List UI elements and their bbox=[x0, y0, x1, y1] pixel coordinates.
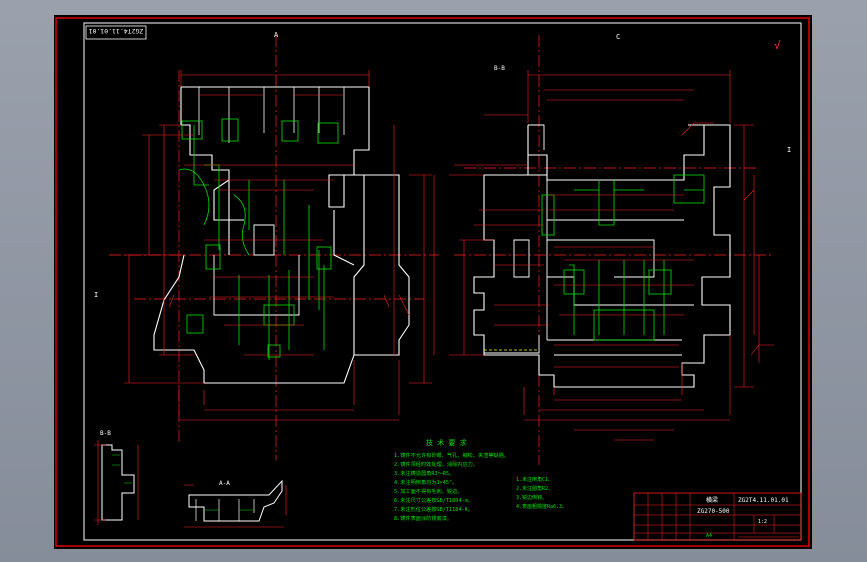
tech-req-line: 3.未注铸造圆角R3～R5。 bbox=[394, 469, 454, 477]
tech-req-line: 6.未注尺寸公差按GB/T1804-m。 bbox=[394, 496, 473, 504]
right-view bbox=[433, 35, 774, 465]
title-block-name: 横梁 bbox=[706, 496, 718, 504]
tech-req-line: 5.加工面不得有毛刺、锐边。 bbox=[394, 487, 463, 495]
tech-req-line: 2.铸件须经时效处理，消除内应力。 bbox=[394, 460, 478, 468]
title-block-material: ZG270-500 bbox=[697, 508, 730, 515]
tech-req-line: 4.未注明倒角均为1×45°。 bbox=[394, 478, 457, 486]
technical-requirements: 技 术 要 求 1.铸件不允许有砂眼、气孔、缩松、夹渣等缺陷。2.铸件须经时效处… bbox=[394, 438, 567, 522]
corner-number-box bbox=[85, 25, 147, 40]
title-block-scale: 1:2 bbox=[758, 519, 767, 525]
detail-a-label: A-A bbox=[219, 480, 230, 487]
detail-view-b: B-B bbox=[94, 430, 139, 525]
note-line: 1.未注倒角C1。 bbox=[516, 476, 553, 483]
note-line: 3.锐边倒钝。 bbox=[516, 494, 547, 501]
inner-border bbox=[83, 22, 802, 541]
note-line: 4.表面粗糙度Ra6.3。 bbox=[516, 503, 567, 510]
tech-req-line: 7.未注形位公差按GB/T1184-K。 bbox=[394, 505, 473, 513]
title-block: 横梁 ZG2T4.11.01.01 ZG270-500 1:2 A4 bbox=[633, 492, 802, 541]
tech-req-title: 技 术 要 求 bbox=[426, 438, 467, 447]
section-label-a: A bbox=[274, 31, 279, 39]
detail-view-a: A-A bbox=[184, 479, 287, 528]
roughness-symbol: √ bbox=[774, 39, 781, 52]
title-block-drawing-number: ZG2T4.11.01.01 bbox=[738, 497, 789, 504]
title-block-note: A4 bbox=[706, 533, 712, 539]
section-label-c: C bbox=[616, 33, 620, 41]
corner-drawing-number: ZG2T4.11.01.01 bbox=[89, 27, 144, 35]
cad-drawing: ZG2T4.11.01.01 √ bbox=[55, 17, 810, 547]
outer-border bbox=[55, 17, 810, 547]
tech-req-line: 8.铸件表面涂防锈底漆。 bbox=[394, 514, 452, 522]
detail-b-label: B-B bbox=[100, 430, 111, 437]
section-label-right-side: I bbox=[787, 146, 791, 154]
section-label-left-side: I bbox=[94, 291, 98, 299]
section-label-top-mid: B-B bbox=[494, 65, 505, 72]
tech-req-line: 1.铸件不允许有砂眼、气孔、缩松、夹渣等缺陷。 bbox=[394, 451, 509, 459]
left-view bbox=[109, 35, 439, 460]
cad-viewport[interactable]: ZG2T4.11.01.01 √ bbox=[54, 15, 812, 549]
note-line: 2.未注圆角R2。 bbox=[516, 485, 553, 492]
